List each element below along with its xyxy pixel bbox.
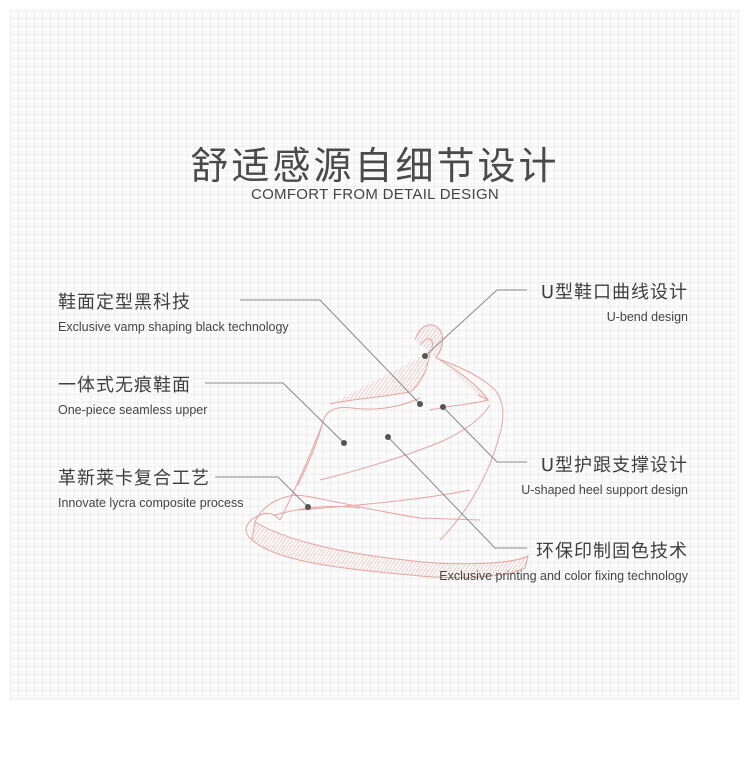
leader-line-upper — [205, 382, 345, 444]
callout-dot — [422, 353, 428, 359]
callout-dot — [341, 440, 347, 446]
leader-line-vamp — [240, 299, 421, 405]
feature-u-bend: U型鞋口曲线设计 U-bend design — [541, 278, 688, 324]
feature-vamp-shaping: 鞋面定型黑科技 Exclusive vamp shaping black tec… — [58, 288, 289, 334]
grid-background — [10, 10, 740, 700]
feature-heel-support: U型护跟支撑设计 U-shaped heel support design — [521, 451, 688, 497]
feature-color-fixing: 环保印制固色技术 Exclusive printing and color fi… — [439, 537, 688, 583]
callout-dot — [440, 404, 446, 410]
feature-subtitle: Innovate lycra composite process — [58, 496, 244, 510]
feature-title: U型鞋口曲线设计 — [540, 282, 688, 303]
leader-line-ubend — [424, 289, 527, 357]
callout-dot — [385, 434, 391, 440]
feature-subtitle: Exclusive vamp shaping black technology — [58, 320, 289, 334]
leader-line-heel — [442, 406, 527, 463]
feature-subtitle: One-piece seamless upper — [58, 403, 208, 417]
page-title: 舒适感源自细节设计 — [190, 144, 560, 188]
callout-dot — [417, 401, 423, 407]
feature-title: 鞋面定型黑科技 — [58, 292, 191, 313]
feature-title: U型护跟支撑设计 — [540, 455, 688, 476]
feature-subtitle: U-bend design — [606, 310, 688, 324]
callout-dots — [305, 353, 446, 510]
feature-seamless-upper: 一体式无痕鞋面 One-piece seamless upper — [58, 371, 207, 417]
feature-subtitle: U-shaped heel support design — [521, 483, 688, 497]
leader-line-printing — [387, 436, 527, 549]
feature-title: 一体式无痕鞋面 — [58, 375, 191, 396]
callout-dot — [305, 504, 311, 510]
feature-lycra-process: 革新莱卡复合工艺 Innovate lycra composite proces… — [58, 464, 244, 510]
page-subtitle: COMFORT FROM DETAIL DESIGN — [250, 186, 500, 203]
feature-title: 革新莱卡复合工艺 — [58, 468, 210, 489]
shoe-outline — [245, 324, 529, 579]
leader-lines — [205, 289, 527, 549]
feature-title: 环保印制固色技术 — [536, 541, 688, 562]
feature-subtitle: Exclusive printing and color fixing tech… — [439, 569, 688, 583]
leader-line-lycra — [215, 476, 309, 508]
